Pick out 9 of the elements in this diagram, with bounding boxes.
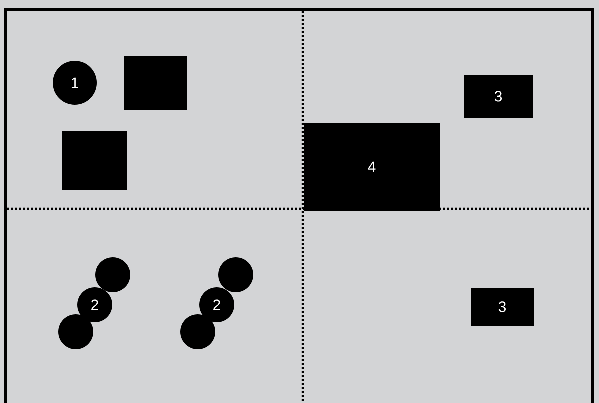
block	[124, 56, 187, 110]
numbered-block: 3	[471, 288, 534, 326]
circle-marker	[96, 258, 130, 292]
numbered-block: 3	[464, 75, 533, 118]
circle-marker	[58, 314, 94, 350]
circle-marker	[218, 258, 254, 292]
circle-marker	[180, 314, 216, 350]
numbered-block: 4	[304, 123, 440, 211]
block	[62, 131, 127, 190]
